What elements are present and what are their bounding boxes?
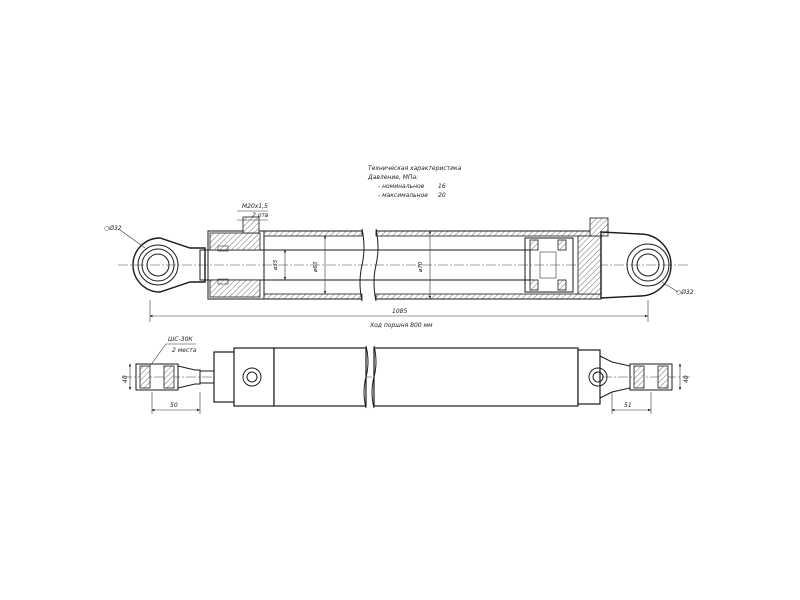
left-rod-eye: [119, 229, 206, 293]
right-eye-bearing: [631, 248, 665, 282]
left-eye-bore: [146, 253, 170, 277]
overall-length-label: 1085: [392, 308, 407, 315]
rod-dia-label: ø35: [273, 259, 279, 271]
seal-bottom: [217, 278, 229, 285]
tube-wall-top-a: [263, 230, 363, 237]
bearing-label: ШС-30К: [168, 336, 193, 343]
piston-rod: [199, 249, 531, 281]
port-thread-label: M20x1,5: [242, 203, 268, 210]
spec-nominal-label: - номинальное: [378, 183, 425, 190]
spec-title: Техническая характеристика: [368, 165, 462, 172]
gland-top-hatch: [209, 232, 261, 251]
rear-eye-outline: [600, 231, 672, 299]
piston: [524, 237, 574, 293]
break-line-left: [359, 228, 365, 302]
technical-specification: Техническая характеристика Давление, МПа…: [367, 165, 462, 199]
section-view: ○Ø32 M20x1,5 2 отв: [104, 203, 694, 329]
port-right-boss: [589, 217, 609, 237]
gland-outline: [207, 230, 265, 300]
left-eye-outline: [132, 237, 206, 293]
spec-max-value: 20: [438, 192, 446, 199]
tube-exterior-b: [373, 347, 579, 407]
exterior-view: 40 ШС-30К 2 места 50 4: [122, 336, 690, 414]
tube-wall-top-b: [375, 230, 602, 237]
gland-section: [207, 230, 265, 300]
port-left-boss: [242, 216, 260, 234]
left-eye-diameter-label: ○Ø32: [104, 225, 122, 232]
left-eye-width-label: 50: [170, 402, 178, 409]
right-eye-side-body: [629, 363, 673, 391]
left-eye-thick-label: 40: [122, 375, 129, 383]
right-eye-width-label: 51: [624, 402, 632, 409]
spec-max-label: - максимальное: [378, 192, 428, 199]
outer-dia-label: ø70: [418, 261, 424, 273]
bearing-qty-label: 2 места: [172, 347, 197, 354]
spec-nominal-value: 16: [438, 183, 446, 190]
tube-wall-bottom-a: [263, 293, 363, 300]
left-eye-leader: [119, 229, 146, 249]
front-head-exterior: [233, 347, 275, 407]
port-right-exterior-inner: [592, 371, 604, 383]
right-eye-leader: [661, 281, 679, 293]
right-eye-thick-label: 40: [683, 375, 690, 383]
piston-body: [524, 237, 574, 293]
port-left-exterior-outer: [242, 367, 262, 387]
port-right-exterior-outer: [588, 367, 608, 387]
left-eye-side-body: [135, 363, 179, 391]
inner-dia-label: ø63: [313, 261, 319, 273]
gland-bottom-hatch: [209, 279, 261, 298]
right-eye-bore: [636, 253, 660, 277]
right-eye-diameter-label: ○Ø32: [676, 289, 694, 296]
port-left-exterior-inner: [246, 371, 258, 383]
spec-pressure-label: Давление, МПа:: [367, 174, 418, 181]
port-left: [237, 210, 268, 234]
left-eye-outer-ring: [137, 244, 179, 286]
port-qty-label: 2 отв: [252, 212, 269, 219]
tube-exterior-a: [273, 347, 367, 407]
right-eye-outer-ring: [626, 243, 670, 287]
break-line-right: [373, 228, 379, 302]
left-eye-bearing: [141, 248, 175, 282]
right-eye-side: [629, 363, 673, 391]
rear-head-hatch: [577, 235, 602, 295]
rear-head: [577, 217, 679, 299]
seal-top: [217, 245, 229, 252]
stroke-label: Ход поршня 800 мм: [369, 322, 433, 329]
tube-wall-bottom-b: [375, 293, 602, 300]
